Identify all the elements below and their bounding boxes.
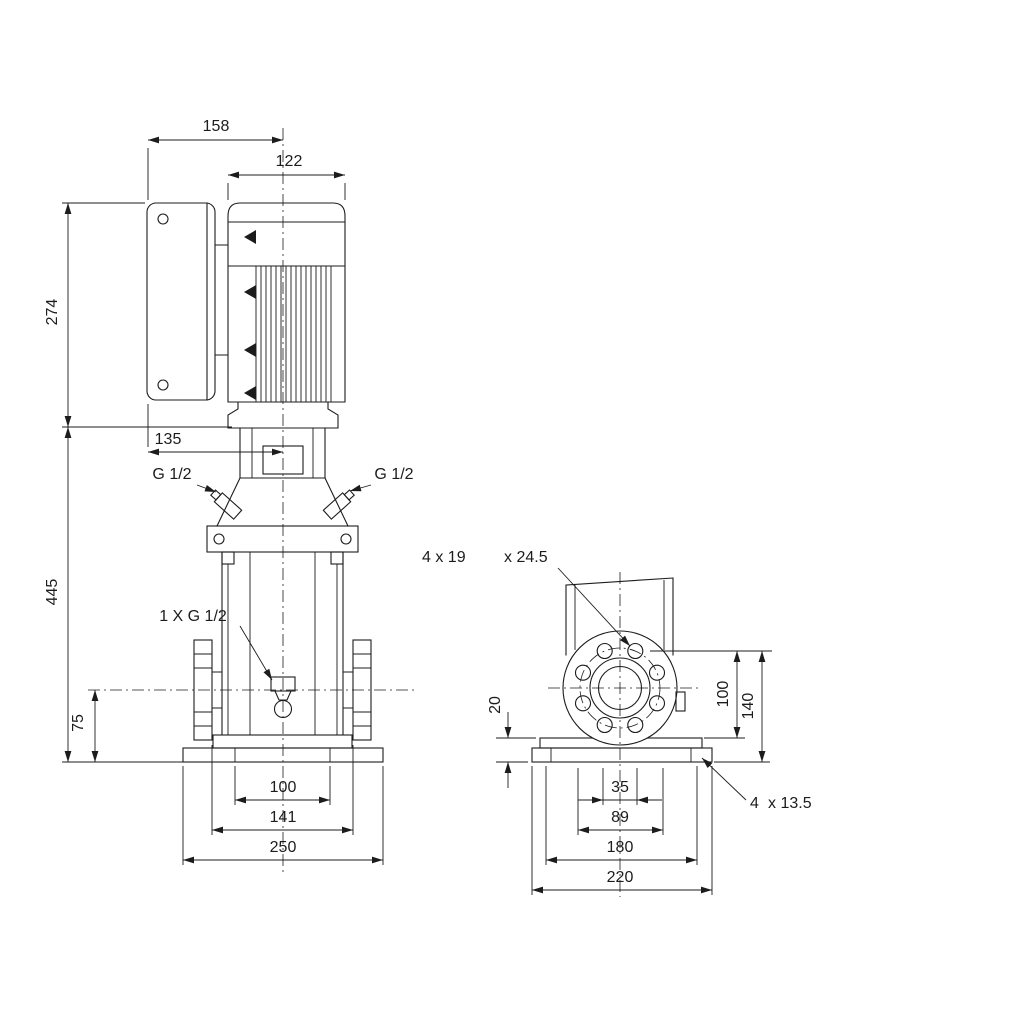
- dim-label-140: 140: [740, 693, 757, 720]
- dim-label-35: 35: [611, 779, 629, 796]
- dim-label-250: 250: [270, 839, 297, 856]
- end-body: [565, 577, 674, 656]
- dim-label-141: 141: [270, 809, 297, 826]
- leader-drain: [239, 625, 273, 681]
- dim-label-158: 158: [203, 118, 230, 135]
- motor-fins: [255, 266, 332, 402]
- flange-bolt-holes: [574, 642, 666, 734]
- base-hole-note-b: x 13.5: [768, 795, 812, 812]
- dim-label-100-front: 100: [270, 779, 297, 796]
- flange-hole-note-b: x 24.5: [504, 549, 548, 566]
- dim-label-220: 220: [607, 869, 634, 886]
- front-view: 158 122 274 135 G 1/2 G 1/2 445 1 X G 1/…: [44, 118, 415, 872]
- motor: [146, 202, 346, 429]
- gauge-plug-left: [210, 489, 243, 520]
- leader-flange-holes: [557, 567, 631, 647]
- leader-base-holes: [701, 757, 747, 801]
- dimension-lines-end: [504, 567, 766, 894]
- end-view: 4 x 19 x 24.5 20 100 140 35 89 180 220 4…: [422, 549, 812, 897]
- drain-plug: [270, 676, 296, 719]
- base-hole-note-a: 4: [750, 795, 759, 812]
- side-tab: [675, 691, 686, 712]
- dim-label-100-end: 100: [715, 681, 732, 708]
- dim-label-75: 75: [70, 714, 87, 732]
- base-front: [182, 734, 384, 763]
- gauge-plug-right: [322, 489, 355, 520]
- dimension-lines-front: [64, 136, 383, 864]
- gauge-port-label-right: G 1/2: [374, 466, 413, 483]
- flange-hole-note-a: 4 x 19: [422, 549, 466, 566]
- motor-clamp-tabs: [244, 230, 256, 400]
- dim-label-445: 445: [44, 579, 61, 606]
- gauge-port-label-left: G 1/2: [152, 466, 191, 483]
- drain-port-label: 1 X G 1/2: [159, 608, 227, 625]
- dim-label-274: 274: [44, 299, 61, 326]
- dim-label-135: 135: [155, 431, 182, 448]
- port-flange-right: [343, 639, 372, 741]
- extension-lines-front: [62, 148, 384, 865]
- chamber-stack: [221, 551, 344, 736]
- extension-lines-end: [496, 650, 772, 895]
- motor-flange: [227, 401, 339, 429]
- dim-label-89: 89: [611, 809, 629, 826]
- head-flange: [206, 525, 359, 553]
- pump-head: [206, 427, 359, 553]
- leader-gauge-right: [349, 484, 372, 492]
- dim-label-122: 122: [276, 153, 303, 170]
- dim-label-180: 180: [607, 839, 634, 856]
- coupling-window: [262, 445, 304, 475]
- base-end: [531, 737, 713, 763]
- port-flange-left: [193, 639, 222, 741]
- dim-label-20: 20: [487, 696, 504, 714]
- leader-gauge-left: [196, 484, 217, 493]
